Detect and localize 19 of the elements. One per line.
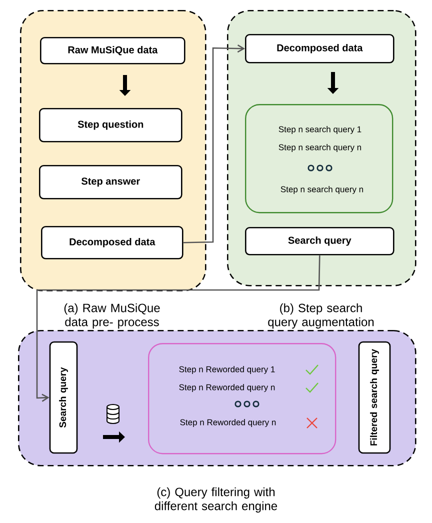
process-box: Decomposed data: [245, 34, 394, 64]
query-text: Step n Reworded query n: [179, 384, 275, 392]
process-box: Search query: [49, 341, 78, 454]
process-box: Step question: [39, 108, 182, 142]
panel-caption: (c) Query filtering with different search engine: [154, 487, 278, 513]
panel-caption: (b) Step search query augmentation: [268, 303, 374, 329]
query-text: Step n search query n: [280, 186, 363, 194]
process-box: Search query: [245, 227, 394, 256]
process-box: Filtered search query: [358, 341, 391, 454]
process-box: Decomposed data: [41, 226, 184, 260]
query-text: Step n search query n: [278, 144, 361, 152]
panel-caption: (a) Raw MuSiQue data pre- process: [64, 303, 160, 329]
connector-arrow: [36, 255, 320, 402]
process-box: Step answer: [39, 165, 182, 200]
query-text: Step n search query 1: [278, 126, 362, 134]
process-box: Raw MuSiQue data: [40, 37, 186, 64]
query-text: Step n Reworded query 1: [179, 366, 275, 374]
connector-arrow: [183, 44, 245, 244]
query-text: Step n Reworded query n: [180, 419, 276, 427]
